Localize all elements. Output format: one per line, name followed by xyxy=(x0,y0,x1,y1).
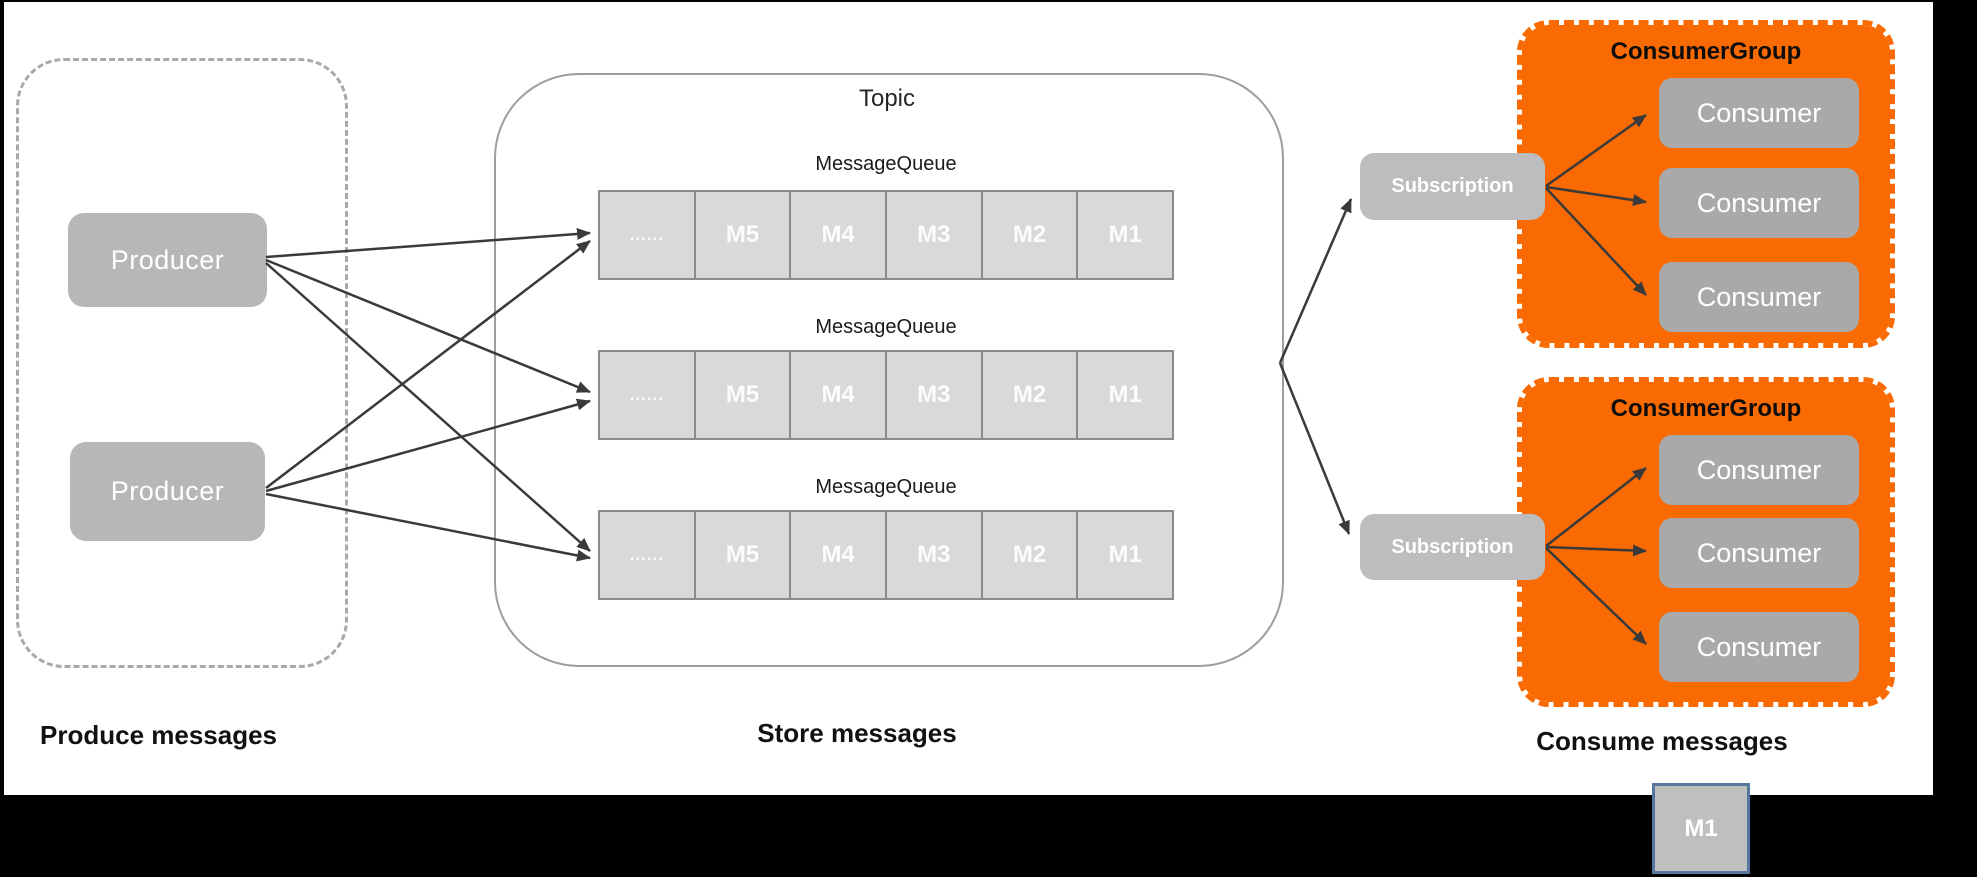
queue3-cell-m2: M2 xyxy=(983,512,1079,598)
queue2-cell-m3: M3 xyxy=(887,352,983,438)
messagequeue-label-1: MessageQueue xyxy=(815,153,957,175)
consumer-group-2-title: ConsumerGroup xyxy=(1610,395,1802,422)
legend-message-cell-label: M1 xyxy=(1684,814,1718,842)
group1-consumer-3: Consumer xyxy=(1659,262,1859,332)
queue3-cell-m3: M3 xyxy=(887,512,983,598)
section-label-store-messages: Store messages xyxy=(757,718,957,748)
group2-consumer-2: Consumer xyxy=(1659,518,1859,588)
queue3-cell-dots: ...... xyxy=(600,512,696,598)
producer-node-1: Producer xyxy=(68,213,267,307)
queue3-cell-m4: M4 xyxy=(791,512,888,598)
section-label-consume-messages: Consume messages xyxy=(1536,726,1788,756)
queue1-cell-dots: ...... xyxy=(600,192,696,278)
queue1-cell-m4: M4 xyxy=(791,192,888,278)
consumer-group-2: ConsumerGroup Consumer Consumer Consumer xyxy=(1517,377,1895,707)
subscription-node-2: Subscription xyxy=(1360,514,1545,580)
queue3-cell-m1: M1 xyxy=(1108,541,1142,568)
queue1-cell-m1: M1 xyxy=(1108,221,1142,248)
messagequeue-row-1: ...... M5 M4 M3 M2 M1 xyxy=(598,190,1174,280)
subscription-node-1: Subscription xyxy=(1360,153,1545,220)
queue2-cell-dots: ...... xyxy=(600,352,696,438)
producer-2-label: Producer xyxy=(110,476,225,506)
queue2-cell-m4: M4 xyxy=(791,352,888,438)
group2-consumer-3: Consumer xyxy=(1659,612,1859,682)
group1-consumer-2: Consumer xyxy=(1659,168,1859,238)
queue2-cell-m1: M1 xyxy=(1108,381,1142,408)
producer-1-label: Producer xyxy=(110,244,225,275)
group1-consumer-1: Consumer xyxy=(1659,78,1859,148)
messagequeue-label-2: MessageQueue xyxy=(815,316,957,338)
legend-message-cell: M1 xyxy=(1652,783,1750,874)
group2-consumer-1: Consumer xyxy=(1659,435,1859,505)
producer-node-2: Producer xyxy=(70,442,265,541)
section-label-produce-messages: Produce messages xyxy=(40,720,278,750)
queue1-cell-m5: M5 xyxy=(696,192,792,278)
producer-zone-dashed-container xyxy=(16,58,348,668)
queue2-cell-m2: M2 xyxy=(983,352,1079,438)
consumer-group-1-title: ConsumerGroup xyxy=(1610,38,1802,65)
queue1-cell-m3: M3 xyxy=(887,192,983,278)
queue1-cell-m2: M2 xyxy=(983,192,1079,278)
queue2-cell-m5: M5 xyxy=(696,352,792,438)
queue3-cell-m5: M5 xyxy=(696,512,792,598)
messagequeue-row-3: ...... M5 M4 M3 M2 M1 xyxy=(598,510,1174,600)
consumer-group-1: ConsumerGroup Consumer Consumer Consumer xyxy=(1517,20,1895,348)
messagequeue-row-2: ...... M5 M4 M3 M2 M1 xyxy=(598,350,1174,440)
messagequeue-label-3: MessageQueue xyxy=(815,476,957,498)
topic-title: Topic xyxy=(858,85,916,112)
